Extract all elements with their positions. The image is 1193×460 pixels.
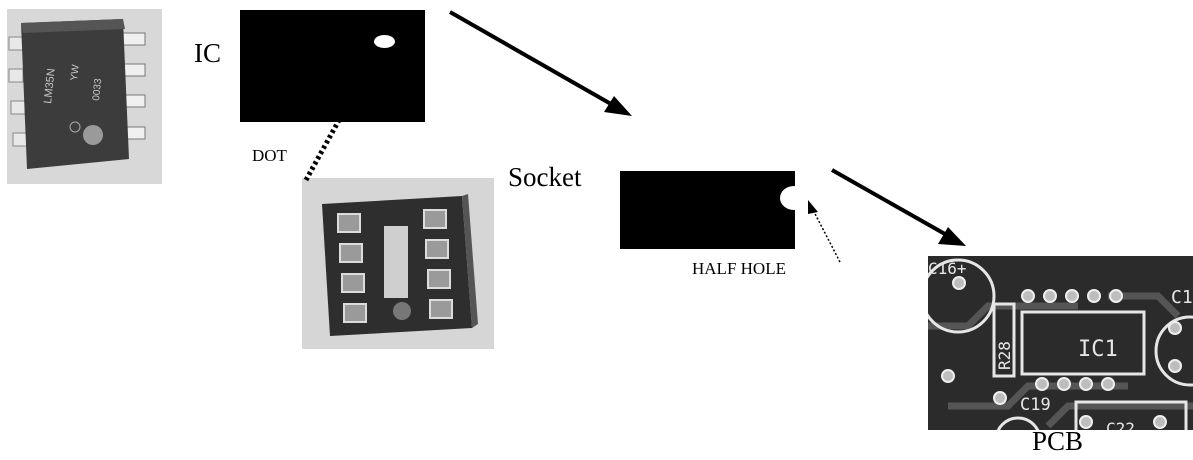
ic-chip-text-3: 0033 xyxy=(91,78,104,102)
arrow-socket-to-pcb-head xyxy=(938,227,966,246)
arrow-ic-to-socket-head xyxy=(604,96,632,116)
socket-block xyxy=(620,171,795,249)
pcb-text-c16: C16+ xyxy=(928,259,967,278)
ic-dot xyxy=(374,35,395,48)
pcb-graphic: C16+ C1 R28 IC1 C19 C22 xyxy=(928,256,1193,430)
pcb-label: PCB xyxy=(1032,426,1084,456)
ic-chip-photo: LM35N YW 0033 xyxy=(7,9,162,184)
socket-photo xyxy=(302,178,494,349)
pcb-photo: C16+ C1 R28 IC1 C19 C22 xyxy=(928,256,1193,430)
half-hole-label: HALF HOLE xyxy=(692,259,786,278)
pcb-text-r28: R28 xyxy=(995,341,1014,370)
ic-chip-graphic: LM35N YW 0033 xyxy=(7,9,162,184)
arrow-half-hole xyxy=(811,207,841,263)
ic-label: IC xyxy=(194,38,221,68)
ic-chip-text-2: YW xyxy=(69,64,82,82)
socket-half-hole xyxy=(780,186,808,210)
ic-chip-text-1: LM35N xyxy=(42,68,58,105)
arrow-half-hole-head xyxy=(808,200,818,214)
pcb-text-ic1: IC1 xyxy=(1078,337,1118,362)
arrow-socket-to-pcb xyxy=(831,168,953,240)
pcb-text-c22: C22 xyxy=(1106,419,1135,430)
dot-label: DOT xyxy=(252,146,287,165)
arrow-ic-to-socket xyxy=(449,10,619,110)
pcb-text-c19: C19 xyxy=(1020,395,1051,415)
pcb-text-c1: C1 xyxy=(1171,287,1193,308)
socket-graphic xyxy=(302,178,494,349)
ic-block xyxy=(240,10,425,122)
socket-label: Socket xyxy=(508,162,582,192)
arrow-dot-head xyxy=(360,50,378,72)
arrow-dot xyxy=(303,62,373,182)
